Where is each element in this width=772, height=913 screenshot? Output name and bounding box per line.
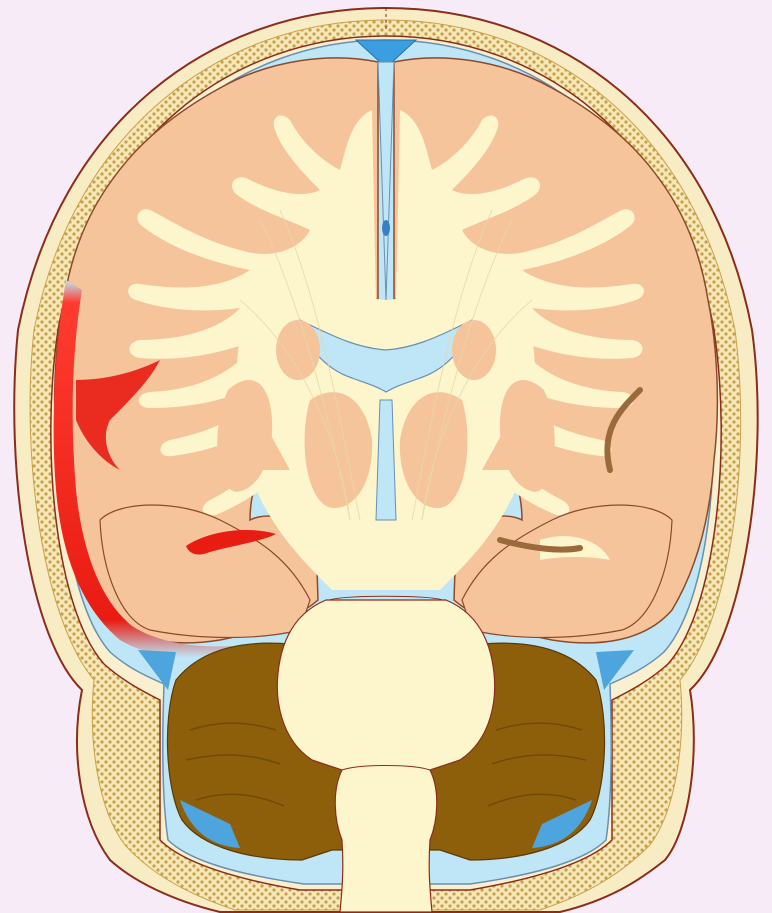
pericallosal-vessel [382,220,390,236]
third-ventricle [376,400,396,520]
